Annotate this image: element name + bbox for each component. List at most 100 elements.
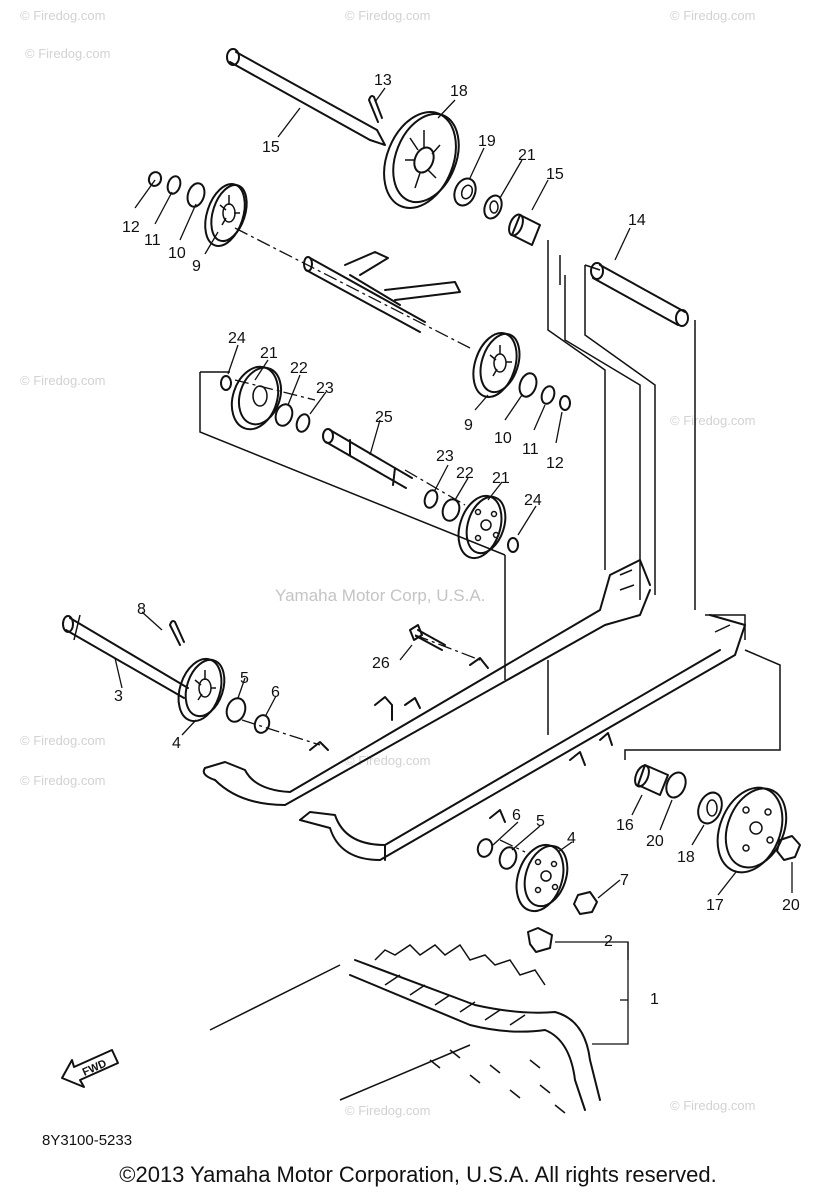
callout: 20 (782, 897, 800, 914)
bearing-10-middle (518, 372, 538, 398)
track-1 (209, 943, 601, 1114)
bearing-17-lower (697, 791, 723, 825)
watermark: © Firedog.com (20, 733, 105, 748)
ring-11-middle (540, 385, 556, 405)
drawing-number: 8Y3100-5233 (42, 1132, 132, 1149)
callouts: 13 18 15 19 21 15 14 12 11 10 9 24 21 22… (114, 72, 800, 1008)
bolt-26 (409, 624, 446, 651)
seal-18-upper (483, 194, 503, 220)
callout: 21 (492, 470, 510, 487)
bearing-10-upper (186, 182, 206, 208)
pin-8 (169, 620, 185, 646)
callout: 8 (137, 601, 146, 618)
collar-15-upper (508, 213, 541, 246)
upper-arm (303, 251, 461, 333)
watermark: © Firedog.com (670, 1098, 755, 1113)
ring-23-right (423, 489, 439, 509)
callout: 11 (144, 232, 161, 249)
seal-18-lower (665, 771, 687, 799)
fwd-label: FWD (81, 1058, 109, 1079)
nut-19 (776, 835, 801, 861)
callout: 26 (372, 655, 390, 672)
callout: 13 (374, 72, 392, 89)
callout: 4 (172, 735, 181, 752)
callout: 25 (375, 409, 393, 426)
callout: 20 (646, 833, 664, 850)
ring-12-middle (559, 395, 571, 411)
wheel-9-upper (204, 183, 248, 247)
callout: 17 (706, 897, 724, 914)
wheel-21-left (230, 365, 283, 431)
callout: 5 (240, 670, 249, 687)
callout: 9 (464, 417, 473, 434)
watermark: © Firedog.com (20, 8, 105, 23)
bearing-5-left (225, 697, 247, 723)
callout: 23 (316, 380, 334, 397)
callout: 19 (478, 133, 496, 150)
watermark: © Firedog.com (670, 413, 755, 428)
callout: 22 (456, 465, 474, 482)
watermark: © Firedog.com (345, 8, 430, 23)
nut-24-right (507, 537, 519, 553)
watermark: © Firedog.com (20, 773, 105, 788)
callout: 24 (228, 330, 246, 347)
ring-6-right (476, 838, 494, 858)
callout: 3 (114, 688, 123, 705)
nut-24-left (220, 375, 232, 391)
axle-25 (322, 428, 413, 489)
ring-12-upper (147, 171, 163, 187)
ring-6-left (253, 714, 271, 734)
shaft-3 (62, 614, 189, 699)
watermark: © Firedog.com (345, 1103, 430, 1118)
callout: 23 (436, 448, 454, 465)
callout: 18 (450, 83, 468, 100)
callout: 2 (604, 933, 613, 950)
callout: 5 (536, 813, 545, 830)
clip-2 (527, 927, 553, 953)
center-watermark: Yamaha Motor Corp, U.S.A. (275, 586, 485, 605)
wheel-4-right (515, 843, 569, 913)
callout: 1 (650, 991, 659, 1008)
watermark-layer: © Firedog.com © Firedog.com © Firedog.co… (20, 8, 755, 1118)
callout: 21 (260, 345, 278, 362)
ring-23-left (295, 413, 311, 433)
leader-lines (114, 87, 793, 1045)
bearing-5-right (498, 846, 518, 870)
bearing-22-left (274, 403, 294, 427)
pin-20 (368, 95, 383, 123)
callout: 9 (192, 258, 201, 275)
nut-7 (573, 891, 598, 915)
bearing-22-right (441, 498, 461, 522)
callout: 22 (290, 360, 308, 377)
copyright-notice: ©2013 Yamaha Motor Corporation, U.S.A. A… (119, 1162, 717, 1187)
callout: 15 (262, 139, 280, 156)
callout: 10 (168, 245, 186, 262)
callout: 10 (494, 430, 512, 447)
forward-arrow-icon: FWD (61, 1049, 119, 1088)
callout: 6 (271, 684, 280, 701)
callout: 16 (616, 817, 634, 834)
bearing-17-upper (453, 177, 477, 207)
callout: 6 (512, 807, 521, 824)
watermark: © Firedog.com (345, 753, 430, 768)
wheel-16-upper (383, 111, 460, 209)
wheel-4-left (177, 657, 226, 723)
callout: 15 (546, 166, 564, 183)
callout: 14 (628, 212, 646, 229)
callout: 21 (518, 147, 536, 164)
collar-15-lower (634, 764, 669, 796)
callout: 11 (522, 441, 539, 458)
watermark: © Firedog.com (25, 46, 110, 61)
callout: 12 (546, 455, 564, 472)
wheel-21-right (457, 494, 507, 560)
callout: 7 (620, 872, 629, 889)
watermark: © Firedog.com (20, 373, 105, 388)
slide-rails (202, 559, 746, 861)
ring-11-upper (166, 175, 182, 195)
shaft-13 (226, 48, 386, 146)
subassembly-lines (199, 240, 781, 760)
callout: 18 (677, 849, 695, 866)
tube-14 (590, 262, 689, 327)
wheel-9-middle (472, 332, 521, 398)
